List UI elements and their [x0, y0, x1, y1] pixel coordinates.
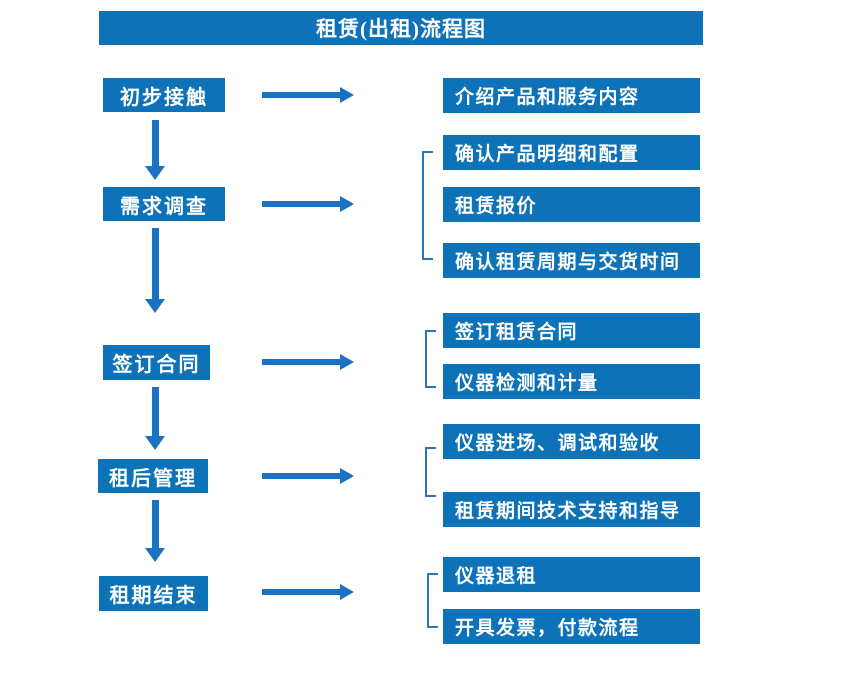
detail-box-confirm-period: 确认租赁周期与交货时间: [443, 243, 700, 278]
arrow-head: [145, 548, 165, 562]
down-arrow-icon: [145, 500, 165, 562]
arrow-shaft: [262, 589, 341, 595]
arrow-shaft: [152, 500, 159, 548]
detail-box-instrument-setup: 仪器进场、调试和验收: [443, 424, 700, 459]
group-bracket: [422, 151, 433, 260]
arrow-head: [340, 468, 354, 484]
down-arrow-icon: [145, 120, 165, 180]
arrow-shaft: [152, 387, 159, 436]
detail-box-sign-rental-contract: 签订租赁合同: [443, 313, 700, 348]
arrow-head: [145, 299, 165, 313]
flowchart-title: 租赁(出租)流程图: [99, 11, 703, 45]
group-bracket: [425, 447, 436, 497]
arrow-shaft: [262, 92, 341, 98]
right-arrow-icon: [262, 354, 354, 370]
group-bracket: [427, 573, 438, 628]
detail-box-introduce-products: 介绍产品和服务内容: [443, 78, 700, 113]
detail-box-instrument-testing: 仪器检测和计量: [443, 364, 700, 399]
stage-box-rental-end: 租期结束: [99, 576, 208, 611]
arrow-shaft: [152, 228, 159, 299]
right-arrow-icon: [262, 584, 354, 600]
group-bracket: [425, 330, 436, 388]
down-arrow-icon: [145, 387, 165, 450]
detail-box-tech-support: 租赁期间技术支持和指导: [443, 492, 700, 527]
arrow-head: [340, 87, 354, 103]
stage-box-post-rental: 租后管理: [98, 459, 208, 493]
detail-box-invoice-payment: 开具发票，付款流程: [443, 609, 700, 644]
arrow-shaft: [262, 359, 341, 365]
down-arrow-icon: [145, 228, 165, 313]
arrow-head: [145, 436, 165, 450]
detail-box-rental-quote: 租赁报价: [443, 187, 700, 222]
right-arrow-icon: [262, 87, 354, 103]
detail-box-confirm-details: 确认产品明细和配置: [443, 135, 700, 170]
stage-box-sign-contract: 签订合同: [103, 345, 210, 380]
right-arrow-icon: [262, 468, 354, 484]
stage-box-demand-survey: 需求调查: [103, 187, 225, 221]
arrow-head: [340, 196, 354, 212]
arrow-shaft: [262, 201, 341, 207]
arrow-head: [145, 166, 165, 180]
arrow-head: [340, 354, 354, 370]
detail-box-instrument-return: 仪器退租: [443, 557, 700, 592]
arrow-shaft: [262, 473, 341, 479]
arrow-shaft: [152, 120, 159, 166]
arrow-head: [340, 584, 354, 600]
right-arrow-icon: [262, 196, 354, 212]
stage-box-initial-contact: 初步接触: [103, 78, 225, 112]
